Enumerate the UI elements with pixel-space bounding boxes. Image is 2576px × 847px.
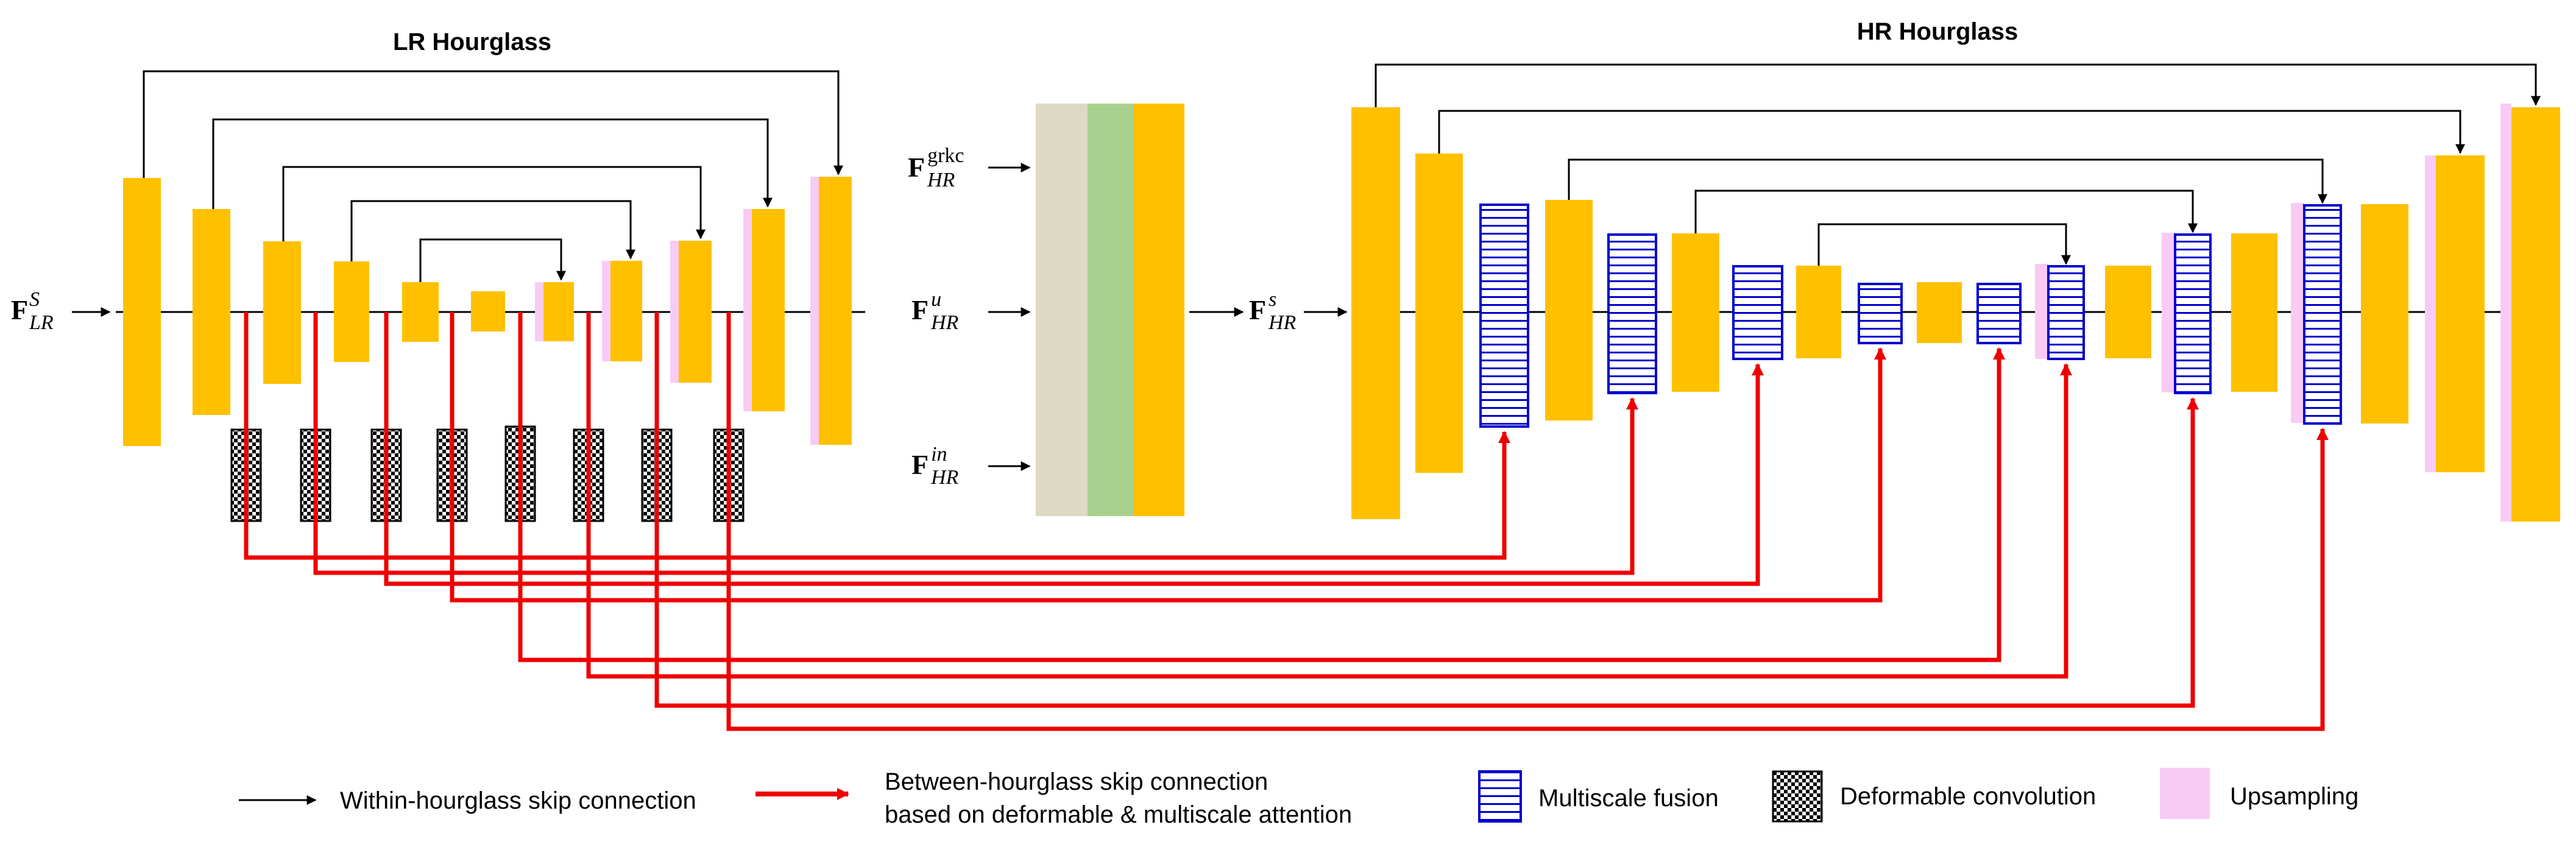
- legend-within-skip-label: Within-hourglass skip connection: [340, 787, 696, 814]
- lr-block-11: [819, 177, 852, 445]
- hr-hourglass-title: HR Hourglass: [1857, 18, 2019, 45]
- hr-within-skip-5: [1817, 223, 2071, 266]
- legend-between-skip-label-line1: Between-hourglass skip connection: [885, 768, 1268, 795]
- concat-orange-layer: [1133, 104, 1184, 516]
- multiscale-fusion-1: [1479, 204, 1529, 428]
- label-f-hr-in-sub: HR: [930, 466, 959, 489]
- multiscale-fusion-8: [2303, 204, 2342, 425]
- hr-within-skip-2: [1438, 110, 2465, 154]
- hr-within-skip-1: [1375, 63, 2541, 107]
- label-f-hr-s-sub: HR: [1268, 311, 1297, 334]
- lr-block-10: [752, 209, 785, 411]
- between-skip-6: [586, 312, 2072, 679]
- hr-upsampling-strip-4: [2425, 155, 2436, 472]
- hr-block-7: [2105, 266, 2151, 358]
- between-skip-3: [384, 312, 1764, 586]
- hr-upsampling-strip-5: [2500, 104, 2511, 522]
- hr-upsampling-strip-2: [2162, 233, 2175, 392]
- lr-upsampling-strip-5: [810, 177, 819, 445]
- between-skip-8: [726, 312, 2329, 731]
- between-skip-4: [450, 312, 1886, 603]
- legend-deformable-conv-label: Deformable convolution: [1840, 783, 2096, 810]
- multiscale-fusion-6: [2047, 265, 2085, 360]
- hr-block-2: [1415, 154, 1463, 473]
- lr-block-7: [543, 282, 574, 341]
- lr-block-2: [193, 209, 230, 415]
- hr-block-9: [2361, 204, 2408, 424]
- lr-block-8: [610, 261, 642, 361]
- lr-block-9: [679, 241, 712, 383]
- label-f-hr-grkc-base: F: [908, 152, 925, 183]
- label-f-hr-grkc-sub: HR: [927, 169, 955, 191]
- hr-within-skip-3: [1568, 158, 2327, 204]
- label-f-lr-s-base: F: [11, 294, 28, 325]
- multiscale-fusion-5: [1976, 283, 2022, 344]
- multiscale-fusion-2: [1607, 233, 1657, 394]
- label-f-hr-u-sup: u: [931, 288, 941, 311]
- lr-within-skip-5: [419, 238, 566, 282]
- hr-within-skip-4: [1694, 190, 2198, 233]
- lr-upsampling-strip-2: [602, 261, 610, 361]
- lr-block-5: [402, 282, 439, 342]
- deformable-convolution-blocks: [230, 425, 745, 522]
- lr-hourglass-title: LR Hourglass: [393, 29, 551, 55]
- lr-upsampling-strip-1: [535, 282, 543, 341]
- lr-within-skip-3: [282, 166, 706, 241]
- between-skip-7: [654, 312, 2199, 708]
- hr-block-8: [2231, 233, 2277, 392]
- label-f-hr-grkc-sup: grkc: [927, 144, 964, 167]
- label-f-hr-u-base: F: [911, 294, 929, 325]
- between-hourglass-skip-connections: [244, 312, 2329, 731]
- between-skip-1: [244, 312, 1510, 560]
- lr-within-skip-2: [212, 118, 773, 209]
- lr-block-4: [334, 261, 369, 362]
- label-f-hr-s-base: F: [1249, 294, 1266, 325]
- label-f-hr-in-base: F: [911, 449, 929, 480]
- hr-hourglass: [1304, 63, 2560, 522]
- between-skip-5: [518, 312, 2005, 662]
- lr-within-skip-1: [143, 70, 843, 178]
- legend-multiscale-fusion-swatch: [1478, 770, 1522, 823]
- hr-block-6: [1917, 282, 1962, 343]
- legend-upsampling-swatch: [2160, 768, 2210, 819]
- lr-hourglass: [72, 70, 865, 446]
- label-f-hr-s-sup: s: [1269, 288, 1276, 311]
- hr-block-11: [2511, 107, 2560, 522]
- hr-block-3: [1545, 200, 1593, 420]
- concat-green-layer: [1088, 104, 1133, 516]
- label-f-hr-u-sub: HR: [930, 311, 959, 334]
- legend-between-skip-label-line2: based on deformable & multiscale attenti…: [885, 801, 1352, 828]
- hr-upsampling-strip-1: [2035, 264, 2048, 359]
- hr-block-5: [1796, 266, 1841, 358]
- legend-upsampling-label: Upsampling: [2230, 783, 2358, 810]
- lr-upsampling-strip-4: [743, 209, 752, 411]
- feature-concatenation: [988, 104, 1244, 516]
- multiscale-fusion-4: [1858, 283, 1903, 344]
- hr-block-1: [1351, 107, 1400, 519]
- legend-multiscale-fusion-label: Multiscale fusion: [1538, 785, 1719, 812]
- legend: Within-hourglass skip connection Between…: [239, 768, 2358, 828]
- label-f-lr-s-sub: LR: [29, 311, 54, 334]
- label-f-hr-in-sup: in: [931, 443, 947, 466]
- label-f-lr-s-sup: S: [29, 288, 40, 311]
- between-skip-2: [313, 312, 1638, 575]
- lr-upsampling-strip-3: [670, 241, 679, 383]
- lr-block-3: [263, 241, 301, 384]
- legend-deformable-conv-swatch: [1772, 770, 1823, 823]
- multiscale-fusion-3: [1732, 265, 1783, 360]
- lr-block-1: [123, 178, 161, 446]
- hr-block-10: [2436, 155, 2485, 472]
- hr-block-4: [1672, 233, 1719, 392]
- lr-within-skip-4: [350, 200, 635, 261]
- multiscale-fusion-7: [2174, 233, 2212, 394]
- hr-upsampling-strip-3: [2291, 203, 2304, 423]
- concat-beige-layer: [1036, 104, 1088, 516]
- lr-block-6: [471, 291, 505, 331]
